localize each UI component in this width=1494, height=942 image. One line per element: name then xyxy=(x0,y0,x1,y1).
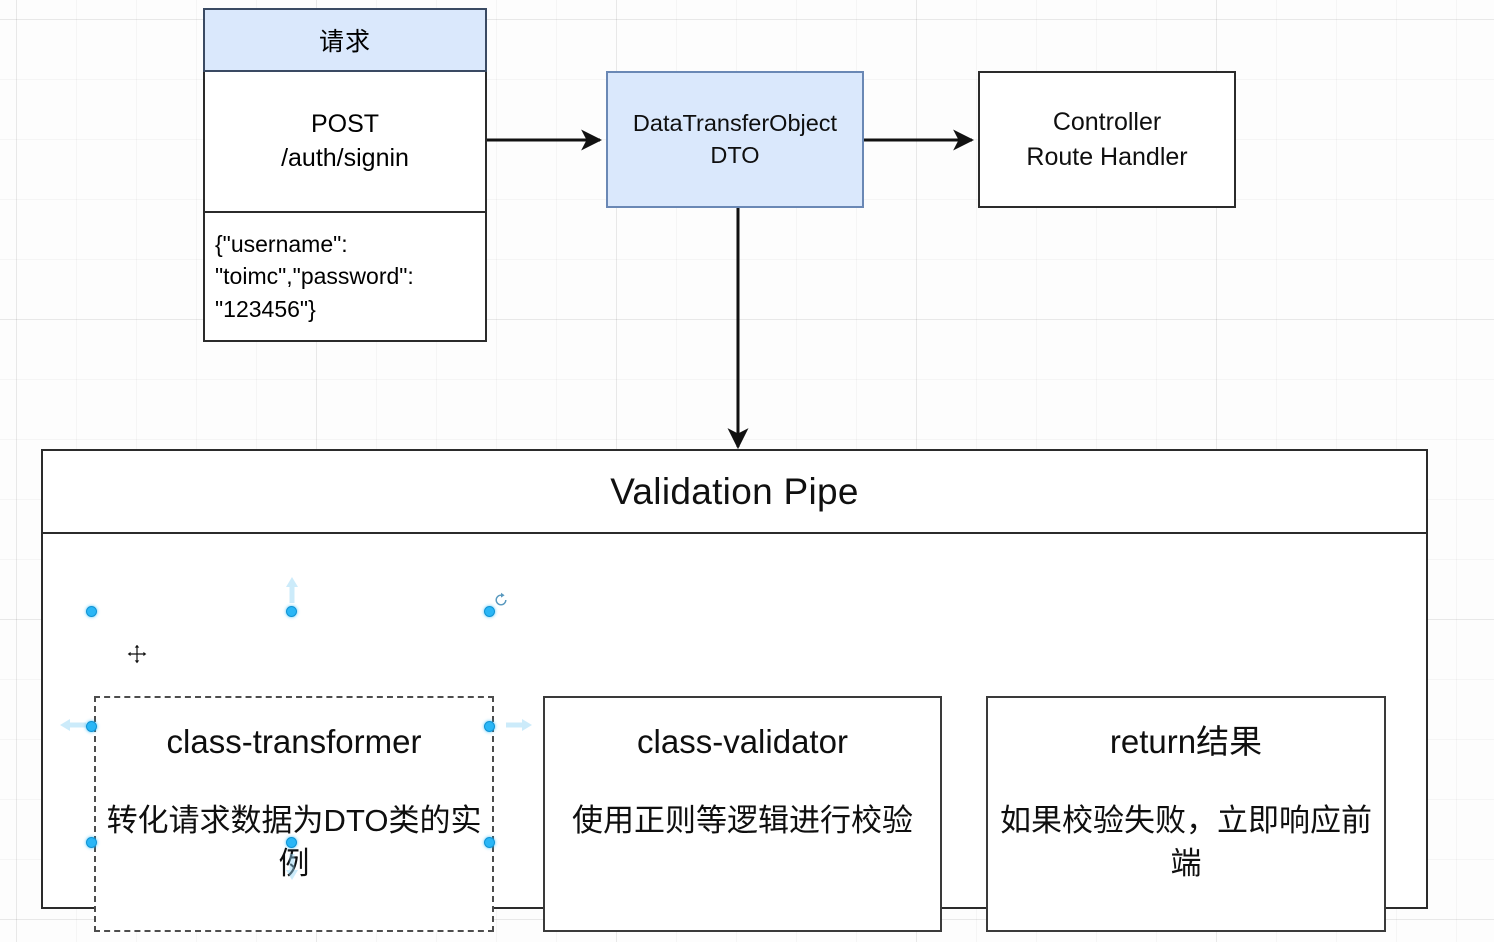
resize-arrow-left-icon[interactable] xyxy=(58,717,88,733)
request-endpoint-cell[interactable]: POST /auth/signin xyxy=(203,72,487,213)
resize-handle-bottom-left[interactable] xyxy=(86,837,97,848)
validation-pipe-container[interactable]: Validation Pipe class-transformer 转化请求数据… xyxy=(41,449,1428,932)
request-method: POST xyxy=(310,110,380,138)
dto-line-1: DataTransferObject xyxy=(632,109,838,136)
rotate-icon[interactable] xyxy=(493,592,509,608)
resize-handle-bottom-right[interactable] xyxy=(484,837,495,848)
step-title: return结果 xyxy=(1109,723,1263,760)
controller-node[interactable]: Controller Route Handler xyxy=(978,71,1236,208)
request-header[interactable]: 请求 xyxy=(203,8,487,72)
step-description: 使用正则等逻辑进行校验 xyxy=(572,803,913,839)
step-title: class-transformer xyxy=(166,723,422,760)
step-description: 转化请求数据为DTO类的实例 xyxy=(106,803,482,881)
step-title: class-validator xyxy=(637,723,848,760)
request-body-cell[interactable]: {"username": "toimc","password": "123456… xyxy=(203,213,487,342)
step-class-validator[interactable]: class-validator 使用正则等逻辑进行校验 xyxy=(543,696,942,932)
dto-line-2: DTO xyxy=(710,141,760,168)
request-node-group[interactable]: 请求 POST /auth/signin {"username": "toimc… xyxy=(203,8,487,342)
move-cursor-icon xyxy=(126,643,148,665)
resize-handle-middle-right[interactable] xyxy=(484,721,495,732)
controller-line-2: Route Handler xyxy=(1026,142,1188,171)
resize-handle-bottom-center[interactable] xyxy=(286,837,297,848)
resize-arrow-up-icon[interactable] xyxy=(284,575,300,605)
validation-pipe-body: class-transformer 转化请求数据为DTO类的实例 class-v… xyxy=(43,534,1426,932)
resize-handle-top-right[interactable] xyxy=(484,606,495,617)
dto-node[interactable]: DataTransferObject DTO xyxy=(606,71,864,208)
step-description: 如果校验失败，立即响应前端 xyxy=(1000,803,1372,882)
validation-pipe-title: Validation Pipe xyxy=(43,451,1426,534)
resize-handle-top-center[interactable] xyxy=(286,606,297,617)
resize-handle-top-left[interactable] xyxy=(86,606,97,617)
resize-handle-middle-left[interactable] xyxy=(86,721,97,732)
step-class-transformer[interactable]: class-transformer 转化请求数据为DTO类的实例 xyxy=(94,696,494,932)
controller-line-1: Controller xyxy=(1052,107,1162,136)
step-return-result[interactable]: return结果 如果校验失败，立即响应前端 xyxy=(986,696,1386,932)
request-path: /auth/signin xyxy=(281,143,409,172)
resize-arrow-right-icon[interactable] xyxy=(504,717,534,733)
resize-arrow-down-icon[interactable] xyxy=(284,852,300,882)
